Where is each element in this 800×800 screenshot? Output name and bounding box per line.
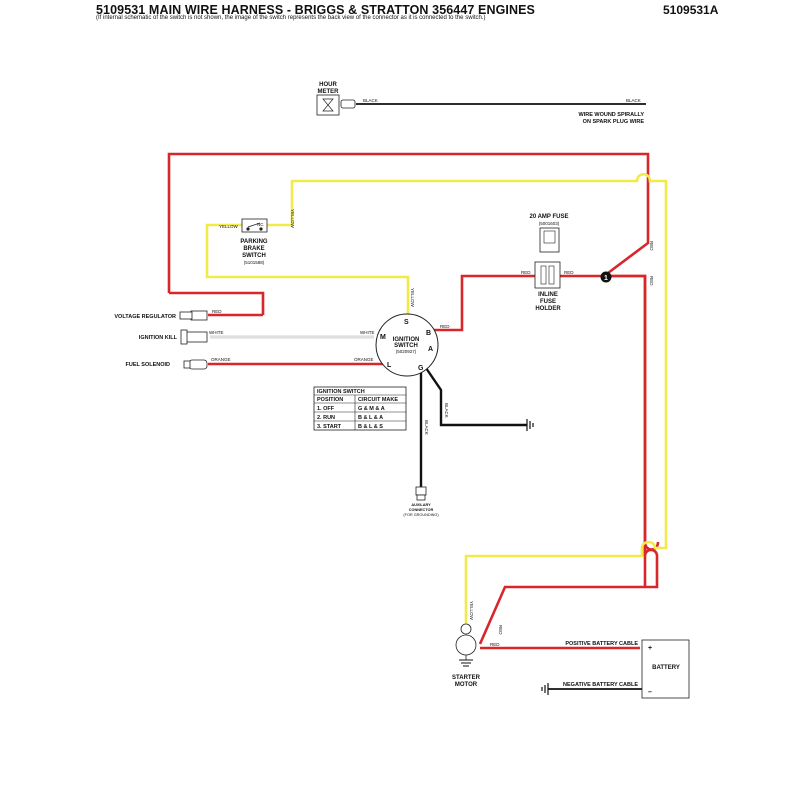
red-wire-main-loop [167,152,650,317]
switch-black-ground-label: BLACK [444,403,449,418]
hour-meter-label-2: METER [318,89,340,95]
fuse-label-1: INLINE [538,292,558,298]
ignition-kill-connector [180,329,208,345]
voltage-regulator-red-label: RED [212,309,222,314]
fuse-label-2: FUSE [540,299,556,305]
pin-b: B [426,330,431,337]
hour-meter-wire-left-label: BLACK [363,98,378,103]
hour-meter [316,94,356,116]
table-header-position: POSITION [317,397,343,403]
fuse-red-left-label: RED [521,270,531,275]
pin-m: M [380,334,386,341]
fuse-red-right-label: RED [564,270,574,275]
auxiliary-connector [415,486,427,501]
switch-white-label: WHITE [360,330,375,335]
yellow-wire-loop [205,172,668,624]
starter-red-lower-label: RED [490,642,500,647]
battery-label: BATTERY [652,665,680,671]
table-title: IGNITION SWITCH [317,389,365,395]
positive-cable-label: POSITIVE BATTERY CABLE [565,641,638,647]
aux-connector-label-1: AUXILARY [411,503,431,507]
diagram-subtitle: (If internal schematic of the switch is … [96,15,486,21]
parking-brake-nc-label: NC [257,222,264,227]
ignition-switch-label-1: IGNITION [393,337,420,343]
switch-black-aux-label: BLACK [424,420,429,435]
ground-icon [526,419,534,431]
pin-a: A [428,346,433,353]
table-cell: 2. RUN [317,415,335,421]
battery-minus: – [648,689,652,696]
battery-ground-icon [541,683,549,695]
table-cell: G & M & A [358,406,385,412]
red-wire-fuse-to-b [433,274,608,332]
table-header-circuit: CIRCUIT MAKE [358,397,398,403]
table-cell: 1. OFF [317,406,335,412]
spark-wire-note-2: ON SPARK PLUG WIRE [583,119,645,125]
red-wire-splice-down [478,274,660,645]
aux-connector-label-3: (FOR GROUNDING) [403,513,439,517]
starter-label-1: STARTER [452,675,481,681]
fuel-solenoid-connector [183,359,208,370]
diagram-title: 5109531 MAIN WIRE HARNESS - BRIGGS & STR… [96,3,535,17]
ignition-switch-label-2: SWITCH [394,343,418,349]
splice-red-upper-label: RED [649,241,654,251]
battery-plus: + [648,645,652,652]
black-wire-ground [425,367,527,427]
hour-meter-wire-right-label: BLACK [626,98,641,103]
parking-brake-yellow-label: YELLOW [219,224,239,229]
starter-motor [455,623,477,660]
pin-g: G [418,365,424,372]
pin-l: L [387,362,392,369]
parking-brake-label-3: SWITCH [242,253,266,259]
aux-connector-label-2: CONNECTOR [409,508,434,512]
voltage-regulator-label: VOLTAGE REGULATOR [114,314,176,320]
ignition-kill-label: IGNITION KILL [139,335,178,341]
fuse-part-no: (5001603) [539,221,560,226]
starter-yellow-label: YELLOW [469,601,474,621]
splice-red-right-label: RED [649,276,654,286]
starter-ground-icon [459,659,473,667]
ignition-switch-table [313,386,407,431]
inline-fuse-holder [534,227,561,289]
parking-brake-label-1: PARKING [240,239,268,245]
table-cell: B & L & S [358,424,383,430]
parking-brake-switch [241,218,268,233]
fuse-label-3: HOLDER [535,306,561,312]
switch-red-label: RED [440,324,450,329]
document-id: 5109531A [663,3,719,17]
hour-meter-label-1: HOUR [319,82,337,88]
parking-brake-yellow-vertical-label: YELLOW [290,209,295,229]
pin-s: S [404,319,409,326]
switch-orange-label: ORANGE [354,357,374,362]
splice-point [600,271,612,283]
parking-brake-part-no: (5101588) [244,260,265,265]
splice-number: 1 [604,275,608,282]
battery [641,639,690,699]
fuse-title: 20 AMP FUSE [529,214,568,220]
ignition-switch-part-no: (5020927) [396,349,417,354]
starter-red-upper-label: RED [498,625,503,635]
ignition-switch [375,313,439,377]
table-cell: 3. START [317,424,342,430]
fuel-solenoid-orange-label: ORANGE [211,357,231,362]
fuel-solenoid-label: FUEL SOLENOID [125,362,170,368]
spark-wire-note-1: WIRE WOUND SPIRALLY [579,112,645,118]
negative-cable-label: NEGATIVE BATTERY CABLE [563,682,638,688]
parking-brake-label-2: BRAKE [243,246,264,252]
switch-yellow-label: YELLOW [410,288,415,308]
voltage-regulator-connector [179,310,208,321]
table-cell: B & L & A [358,415,383,421]
ignition-kill-white-label: WHITE [209,330,224,335]
starter-label-2: MOTOR [455,682,478,688]
